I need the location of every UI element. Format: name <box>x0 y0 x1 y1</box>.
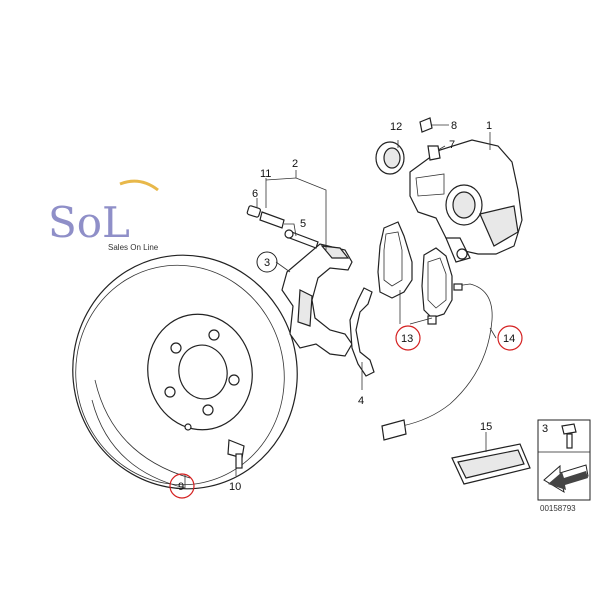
callout-5: 5 <box>300 218 306 230</box>
callout-6: 6 <box>252 188 258 200</box>
legend-box: 3 00158793 <box>537 419 591 513</box>
legend-bolt <box>561 423 577 449</box>
grease-packet <box>451 443 531 485</box>
callout-13: 13 <box>401 333 413 345</box>
brake-caliper <box>409 139 523 263</box>
caliper-carrier <box>281 243 353 357</box>
leader-lines <box>184 124 497 488</box>
wear-sensor <box>381 283 493 441</box>
disc-screw <box>227 439 245 469</box>
logo-tagline: Sales On Line <box>108 243 159 252</box>
guide-bolts <box>246 205 319 249</box>
logo: SoL Sales On Line <box>48 179 159 252</box>
callout-9-circle <box>169 473 195 499</box>
callout-3-circle <box>256 251 278 273</box>
callout-14: 14 <box>503 333 515 345</box>
callout-14-circle <box>497 325 523 351</box>
pad-spring <box>349 287 375 377</box>
brake-pads <box>377 221 453 325</box>
logo-swoosh <box>119 179 159 192</box>
callout-2: 2 <box>292 158 298 170</box>
callout-15: 15 <box>480 421 492 433</box>
callout-8: 8 <box>451 120 457 132</box>
bleed-screw <box>419 117 441 161</box>
callout-4: 4 <box>358 395 364 407</box>
callout-3: 3 <box>264 257 270 269</box>
diagram-code: 00158793 <box>540 504 576 513</box>
seal-ring <box>375 141 405 175</box>
callout-9: 9 <box>178 481 184 493</box>
legend-label: 3 <box>542 423 548 435</box>
logo-text: SoL <box>48 198 130 247</box>
callout-10: 10 <box>229 481 241 493</box>
callout-1: 1 <box>486 120 492 132</box>
callout-13-circle <box>395 325 421 351</box>
arrow-icon <box>543 464 589 494</box>
callout-12: 12 <box>390 121 402 133</box>
callout-7: 7 <box>449 139 455 151</box>
callout-labels: 2 11 6 5 3 4 12 8 7 1 13 14 15 10 9 <box>169 120 523 499</box>
callout-11: 11 <box>260 168 271 180</box>
brake-disc <box>72 254 298 490</box>
